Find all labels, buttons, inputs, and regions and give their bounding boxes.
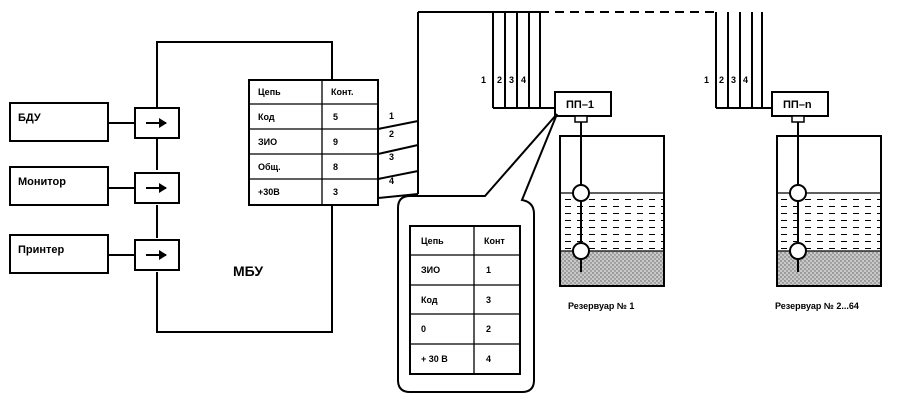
callout-cell: Код xyxy=(421,295,438,305)
wire-number: 2 xyxy=(389,129,394,139)
callout-cell: 3 xyxy=(486,295,491,305)
wire-number: 3 xyxy=(389,152,394,162)
bundle1-pin: 2 xyxy=(497,75,502,85)
bundle1-pin: 3 xyxy=(509,75,514,85)
callout-cell: 2 xyxy=(486,324,491,334)
bundle1-pin: 1 xyxy=(481,75,486,85)
monitor-label: Монитор xyxy=(18,176,66,188)
bundlen-pin: 4 xyxy=(743,75,748,85)
monitor-converter xyxy=(134,172,180,204)
callout-bubble: Цепь Конт ЗИО 1 Код 3 0 2 + 30 В 4 xyxy=(397,113,558,393)
wire-number: 4 xyxy=(389,176,394,186)
mbu-pin-table: Цепь Конт. Код 5 ЗИО 9 Общ. 8 +30В 3 xyxy=(248,79,379,206)
signal-bus: 1 2 3 4 xyxy=(377,11,716,199)
mbu-block: МБУ xyxy=(156,41,333,333)
sensor-pp1: ПП–1 xyxy=(554,91,612,270)
mbu-table-cell: Общ. xyxy=(258,162,281,172)
bundle1-pin: 4 xyxy=(521,75,526,85)
monitor-device: Монитор xyxy=(9,166,109,206)
bundlen-pin: 1 xyxy=(704,75,709,85)
bundle-1: 1 2 3 4 xyxy=(481,12,555,109)
tankn-label: Резервуар № 2...64 xyxy=(775,301,859,311)
bundle-n: 1 2 3 4 xyxy=(704,12,772,109)
bdu-device: БДУ xyxy=(9,102,109,142)
printer-device: Принтер xyxy=(9,234,109,274)
tank-n: Резервуар № 2...64 xyxy=(775,122,882,311)
mbu-table-cell: +30В xyxy=(258,187,280,197)
tank1-label: Резервуар № 1 xyxy=(568,301,634,311)
mbu-table-cell: 9 xyxy=(333,137,338,147)
bundlen-pin: 3 xyxy=(731,75,736,85)
bdu-converter xyxy=(134,107,180,139)
wire-number: 1 xyxy=(389,111,394,121)
callout-cell: 1 xyxy=(486,265,491,275)
bundlen-pin: 2 xyxy=(719,75,724,85)
callout-header-circuit: Цепь xyxy=(421,236,444,246)
callout-cell: + 30 В xyxy=(421,354,448,364)
mbu-table-cell: 5 xyxy=(333,112,338,122)
bdu-label: БДУ xyxy=(18,112,41,124)
printer-label: Принтер xyxy=(18,244,65,256)
printer-converter xyxy=(134,239,180,271)
mbu-table-cell: Код xyxy=(258,112,275,122)
sensor-pp1-label: ПП–1 xyxy=(566,99,594,111)
mbu-table-cell: ЗИО xyxy=(258,137,277,147)
mbu-table-cell: 3 xyxy=(333,187,338,197)
callout-cell: 0 xyxy=(421,324,426,334)
mbu-table-cell: 8 xyxy=(333,162,338,172)
mbu-table-header-circuit: Цепь xyxy=(258,87,281,97)
sensor-ppn: ПП–n xyxy=(771,91,829,123)
callout-cell: 4 xyxy=(486,354,491,364)
mbu-table-header-pin: Конт. xyxy=(331,87,354,97)
tank-1: Резервуар № 1 xyxy=(559,130,665,311)
callout-header-pin: Конт xyxy=(484,236,505,246)
mbu-label: МБУ xyxy=(233,263,263,279)
sensor-ppn-label: ПП–n xyxy=(783,99,812,111)
callout-cell: ЗИО xyxy=(421,265,440,275)
